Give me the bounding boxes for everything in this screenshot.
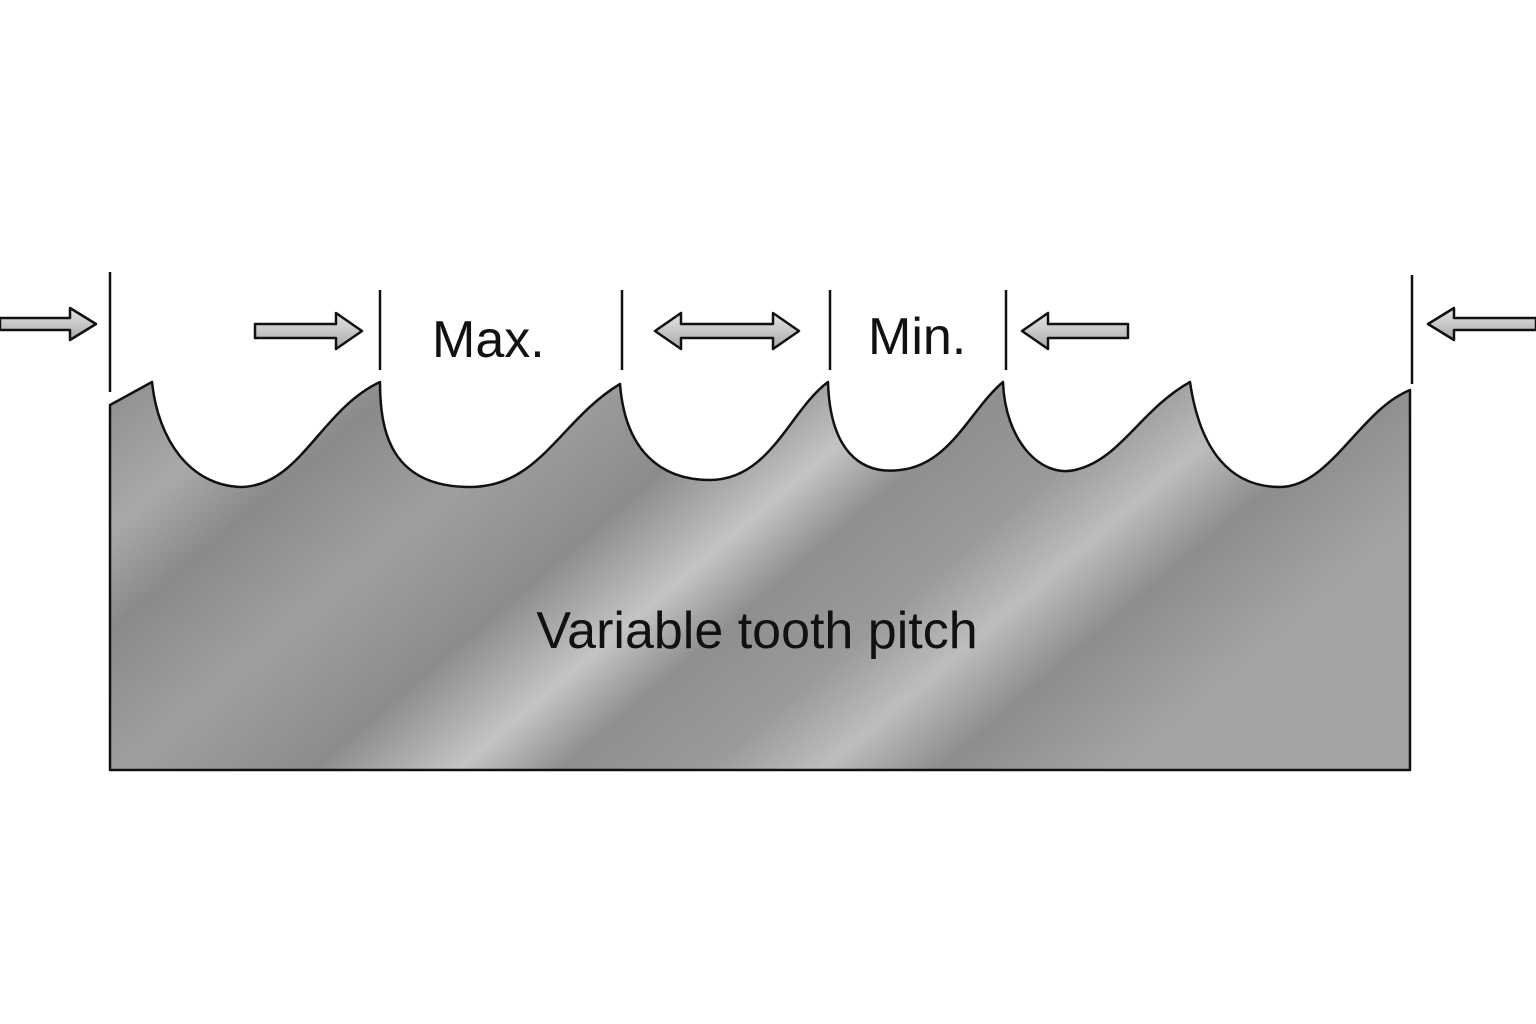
- right-edge-arrow-icon: [1426, 306, 1536, 342]
- blade-label: Variable tooth pitch: [536, 602, 977, 660]
- middle-double-arrow-icon: [653, 311, 801, 351]
- saw-blade: [108, 380, 1412, 772]
- min-label: Min.: [868, 308, 966, 366]
- first-gap-arrow-icon: [253, 311, 364, 351]
- left-edge-arrow-icon: [0, 306, 98, 342]
- max-label: Max.: [432, 311, 545, 369]
- min-gap-arrow-icon: [1020, 311, 1130, 351]
